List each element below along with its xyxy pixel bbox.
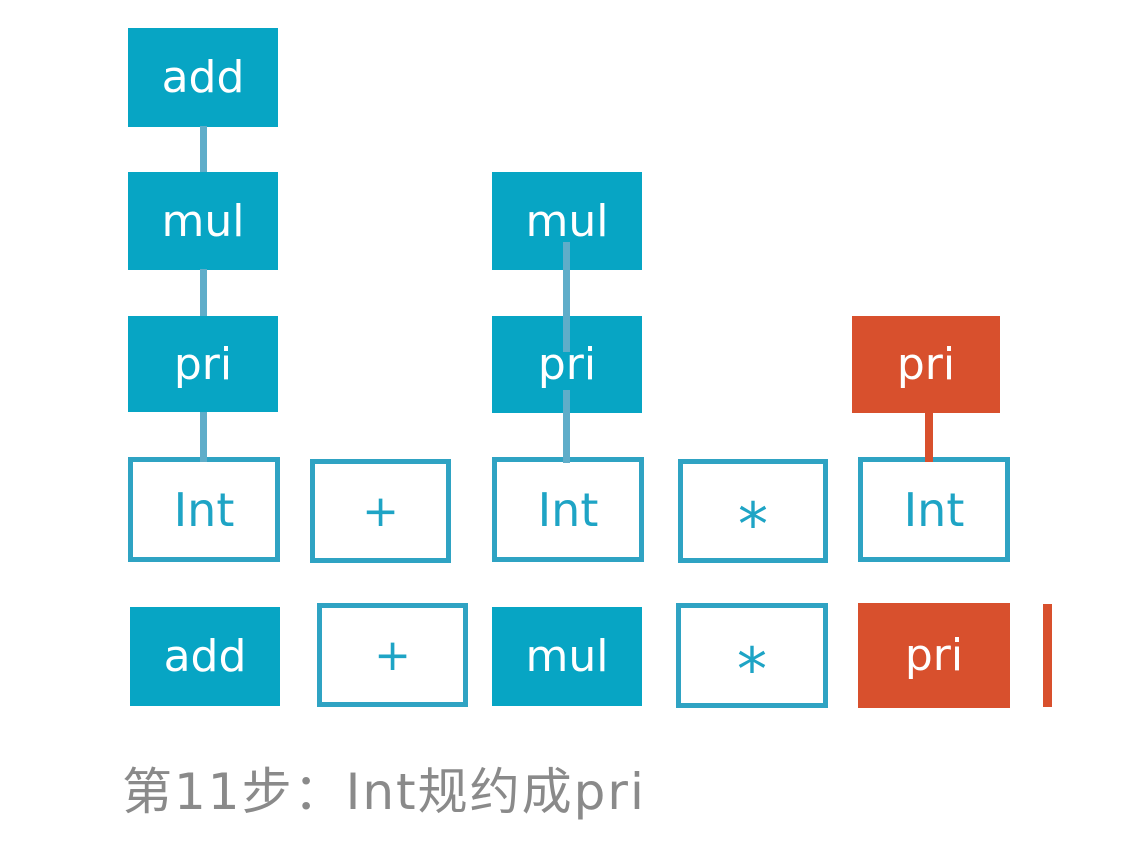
tree-edge-add-mul-left [200,126,207,172]
plus-token-label: + [362,485,399,537]
tree-edge-mul-pri-middle [563,242,570,352]
token-plus: + [310,459,451,563]
leaf-int-left: Int [128,457,280,562]
step-caption: 第11步：Int规约成pri [122,763,646,821]
node-pri-right: pri [852,316,1000,413]
leaf-int-middle: Int [492,457,644,562]
tree-edge-pri-int-left [200,412,207,462]
row-token-mul: mul [492,607,642,706]
tree-edge-pri-int-right [925,412,933,462]
plus-token-label: + [374,629,411,681]
node-add-left: add [128,28,278,127]
node-mul-left: mul [128,172,278,270]
token-star: * [678,459,828,563]
tree-edge-mul-pri-left [200,269,207,316]
row-token-add: add [130,607,280,706]
reduction-marker-bar [1043,604,1052,707]
row-token-pri: pri [858,603,1010,708]
tree-edge-pri-int-middle [563,390,570,463]
row-token-star: * [676,603,828,708]
row-token-plus: + [317,603,468,707]
node-pri-left: pri [128,316,278,412]
leaf-int-right: Int [858,457,1010,562]
